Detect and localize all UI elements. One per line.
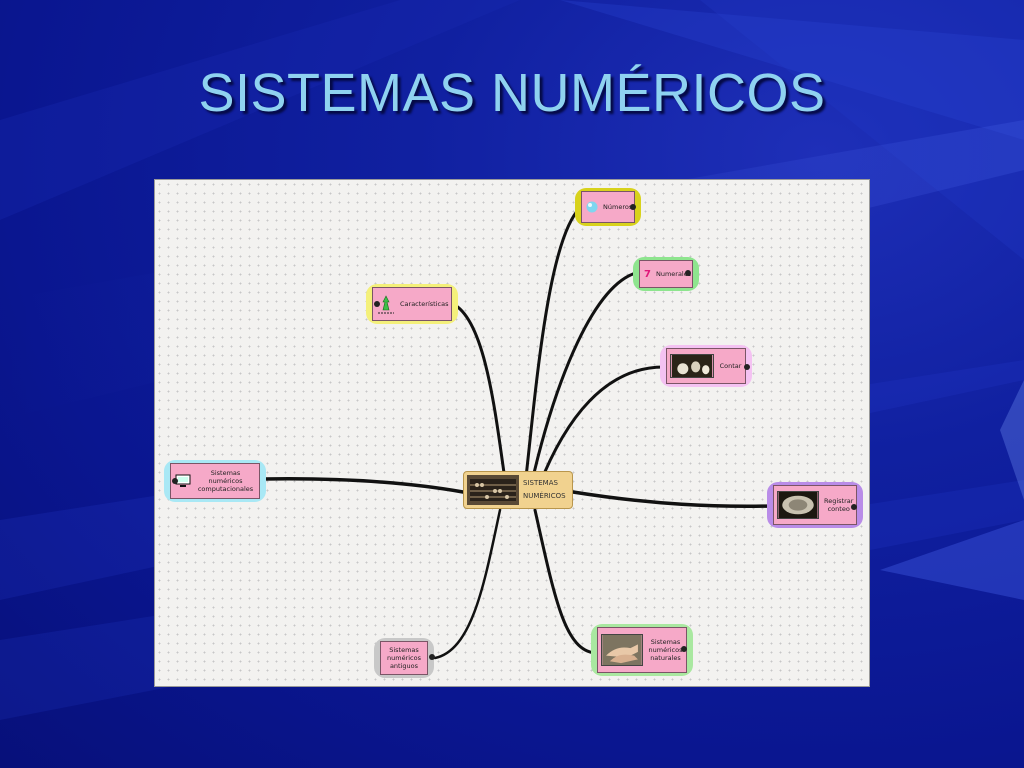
numeral-seven-icon: 7 [644, 268, 651, 280]
node-naturales[interactable]: Sistemas numéricos naturales [591, 624, 693, 676]
node-registrar-conteo-label: Registrar conteo [824, 496, 854, 513]
hands-photo [601, 634, 643, 666]
node-numeros-label: Números [603, 202, 633, 211]
sphere-icon [586, 201, 598, 213]
branch-line-naturales [533, 508, 597, 655]
counting-objects-photo [670, 354, 714, 378]
node-computacionales[interactable]: Sistemas numéricos computacionales [164, 460, 266, 502]
bone-tally-photo [777, 491, 819, 519]
figure-icon [378, 295, 394, 314]
node-numerales-connector [685, 270, 691, 276]
node-numeros-connector [630, 204, 636, 210]
node-registrar-connector [851, 504, 857, 510]
node-contar-label: Contar [719, 361, 742, 370]
node-caracteristicas-label: Características [400, 299, 449, 308]
branch-lines [261, 206, 773, 660]
mind-map: SISTEMAS NUMÉRICOS Números 7 Numerales C… [154, 179, 870, 687]
node-caracteristicas[interactable]: Características [366, 284, 458, 324]
central-label-line1: SISTEMAS [523, 478, 558, 487]
node-computacionales-label: Sistemas numéricos computacionales [197, 468, 254, 494]
branch-line-numerales [529, 270, 642, 488]
central-label-line2: NUMÉRICOS [523, 492, 566, 500]
central-node[interactable]: SISTEMAS NUMÉRICOS [463, 471, 573, 509]
node-numerales-label: Numerales [655, 269, 692, 278]
node-contar[interactable]: Contar [660, 345, 752, 387]
branch-line-numeros [523, 206, 582, 488]
node-caracteristicas-connector [374, 301, 380, 307]
node-contar-connector [744, 364, 750, 370]
node-numerales[interactable]: 7 Numerales [633, 257, 699, 291]
branch-line-registrar [571, 490, 773, 508]
node-antiguos[interactable]: Sistemas numéricos antiguos [374, 638, 434, 678]
node-naturales-connector [681, 646, 687, 652]
branch-line-antiguos [433, 508, 502, 660]
branch-line-caracteristicas [451, 302, 507, 482]
node-antiguos-connector [429, 654, 435, 660]
node-naturales-label: Sistemas numéricos naturales [648, 637, 683, 663]
node-registrar-conteo[interactable]: Registrar conteo [767, 482, 863, 528]
node-antiguos-label: Sistemas numéricos antiguos [387, 645, 421, 671]
central-node-label: SISTEMAS NUMÉRICOS [523, 477, 566, 504]
node-computacionales-connector [172, 478, 178, 484]
slide-title: SISTEMAS NUMÉRICOS [198, 63, 826, 123]
branch-line-contar [537, 365, 669, 488]
abacus-photo-icon [467, 475, 519, 505]
branch-line-computacionales [261, 477, 465, 494]
